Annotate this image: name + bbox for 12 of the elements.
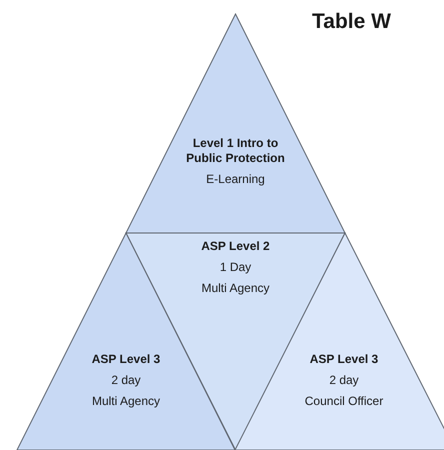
segment-text: Multi Agency xyxy=(92,394,160,409)
title: Table W xyxy=(312,10,391,34)
segment-heading: ASP Level 3 xyxy=(92,352,160,367)
segment-text: E-Learning xyxy=(206,172,265,187)
segment-text: 2 day xyxy=(111,373,141,388)
segment-heading: Level 1 Intro to Public Protection xyxy=(185,136,286,166)
segment-heading: ASP Level 2 xyxy=(201,239,270,254)
segment-text: Council Officer xyxy=(304,394,384,409)
segment-text: 1 Day xyxy=(220,260,252,275)
segment-text: Multi Agency xyxy=(201,281,270,296)
segment-heading: ASP Level 3 xyxy=(310,352,378,367)
segment-text: 2 day xyxy=(329,373,359,388)
